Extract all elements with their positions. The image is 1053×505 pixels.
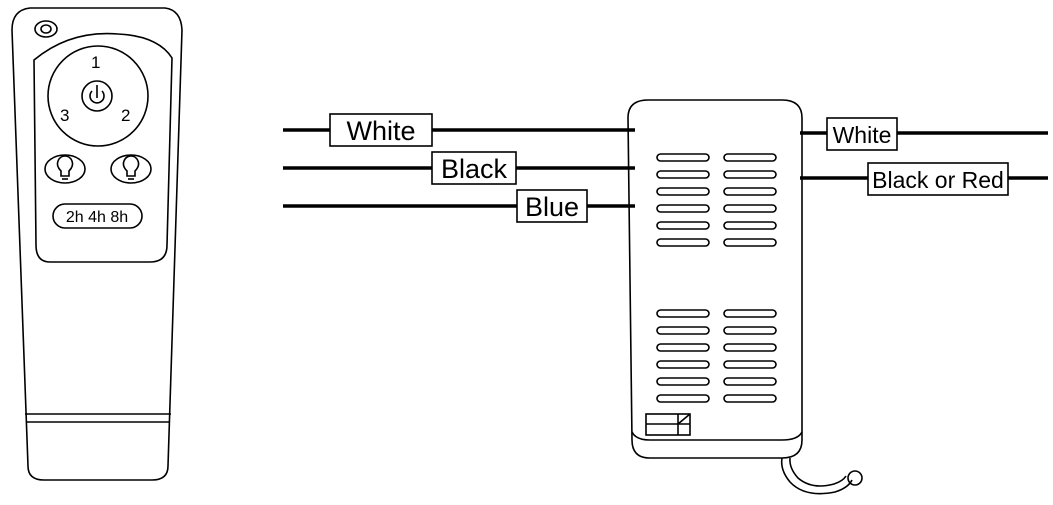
wire-label-white-in: White (329, 113, 433, 147)
power-button[interactable] (81, 80, 113, 112)
timer-button[interactable]: 2h 4h 8h (52, 203, 143, 229)
receiver-unit (627, 99, 863, 495)
wire-label-text: Black or Red (872, 167, 1004, 193)
light-button-left[interactable] (44, 154, 86, 184)
timer-label: 2h 4h 8h (66, 209, 128, 226)
wire-label-text: White (346, 116, 415, 146)
vent-slots-lower (656, 309, 777, 403)
antenna-wire (780, 457, 853, 495)
power-icon (89, 85, 105, 104)
light-button-right[interactable] (110, 154, 152, 184)
remote-control-panel (33, 32, 173, 263)
speed-label-2: 2 (121, 106, 130, 125)
wire-label-text: Blue (525, 192, 579, 222)
receiver-body (627, 99, 803, 459)
speed-label-1: 1 (91, 53, 100, 72)
remote-control (11, 7, 183, 481)
wire-label-text: Black (441, 154, 508, 184)
wire-label-text: White (833, 122, 892, 148)
dip-switch[interactable] (645, 413, 691, 436)
light-bulb-icon (122, 155, 140, 180)
antenna-tip (847, 470, 863, 486)
speed-dial[interactable]: 1 3 2 (47, 45, 149, 147)
speed-label-3: 3 (60, 106, 69, 125)
wire-label-blue-in: Blue (516, 189, 588, 223)
ir-sensor-icon (34, 20, 58, 38)
receiver-bottom-line (631, 431, 803, 441)
remote-body (11, 7, 183, 481)
ir-sensor-inner (40, 24, 52, 34)
antenna-wire-inner (789, 457, 847, 487)
wire-label-black-in: Black (431, 151, 517, 185)
wire-label-black-red-out: Black or Red (867, 162, 1009, 196)
vent-slots-upper (656, 153, 777, 247)
light-bulb-icon (56, 155, 74, 180)
wire-label-white-out: White (826, 117, 898, 151)
